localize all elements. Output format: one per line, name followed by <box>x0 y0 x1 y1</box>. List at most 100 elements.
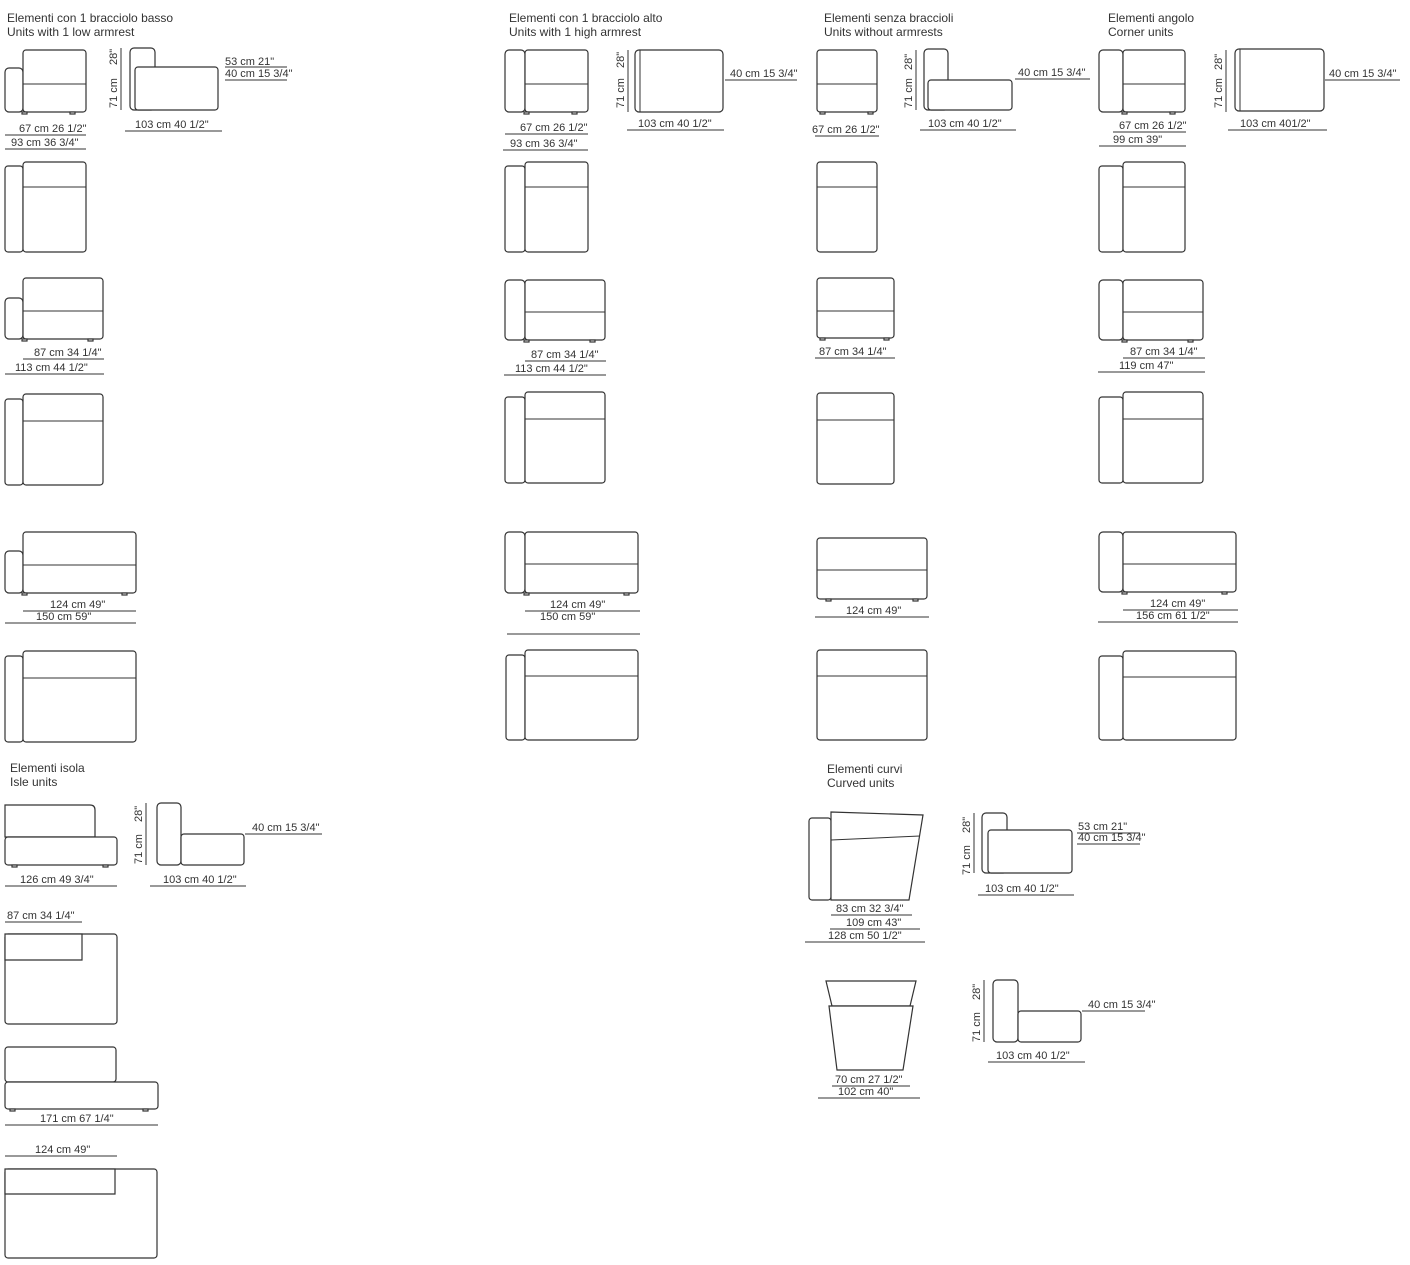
heading-italian: Elementi curvi <box>827 762 902 776</box>
sofa-front-view <box>1098 49 1186 115</box>
sofa-side-view <box>992 979 1082 1043</box>
heading-english: Corner units <box>1108 25 1173 39</box>
dimension-label: 71 cm <box>903 78 915 108</box>
dimension-label: 113 cm 44 1/2" <box>515 363 588 375</box>
sofa-top-view <box>504 391 606 484</box>
section-no-armrests-heading: Elementi senza braccioli Units without a… <box>824 11 953 39</box>
low-armrest-units: 67 cm 26 1/2" 93 cm 36 3/4" 71 cm 28" 53… <box>4 47 293 743</box>
dimension-label: 40 cm 15 3/4" <box>225 68 293 80</box>
dimension-label: 103 cm 40 1/2" <box>638 118 712 130</box>
sofa-front-view <box>816 277 895 341</box>
dimension-label: 103 cm 40 1/2" <box>163 874 237 886</box>
sofa-top-view <box>816 161 878 253</box>
dimension-label: 40 cm 15 3/4" <box>730 68 798 80</box>
heading-italian: Elementi senza braccioli <box>824 11 953 25</box>
sofa-top-view <box>4 1168 158 1259</box>
sofa-top-view <box>505 649 639 741</box>
dimension-label: 87 cm 34 1/4" <box>7 910 75 922</box>
dimension-label: 87 cm 34 1/4" <box>819 346 887 358</box>
dimension-label: 71 cm <box>108 78 120 108</box>
dimension-label: 67 cm 26 1/2" <box>812 124 880 136</box>
heading-english: Curved units <box>827 776 894 790</box>
dimension-label: 28" <box>1213 54 1225 70</box>
sofa-top-view <box>808 811 924 901</box>
dimension-label: 93 cm 36 3/4" <box>510 138 578 150</box>
sofa-top-view <box>1098 161 1186 253</box>
sofa-side-view <box>923 48 1013 111</box>
sofa-front-view <box>4 804 118 868</box>
dimension-label: 119 cm 47" <box>1119 360 1174 372</box>
heading-english: Isle units <box>10 775 57 789</box>
sofa-top-view <box>4 933 118 1025</box>
heading-english: Units without armrests <box>824 25 943 39</box>
dimension-label: 71 cm <box>971 1012 983 1042</box>
dimension-label: 67 cm 26 1/2" <box>520 122 588 134</box>
dimension-label: 171 cm 67 1/4" <box>40 1113 114 1125</box>
dimension-label: 28" <box>108 49 120 65</box>
sofa-top-view <box>825 980 917 1071</box>
dimension-label: 71 cm <box>961 845 973 875</box>
section-corner-heading: Elementi angolo Corner units <box>1108 11 1194 39</box>
sofa-top-view <box>4 161 87 253</box>
sofa-top-view <box>4 393 104 486</box>
section-curved-heading: Elementi curvi Curved units <box>827 762 902 790</box>
sofa-top-view <box>1098 650 1237 741</box>
dimension-label: 28" <box>903 54 915 70</box>
section-low-armrest-heading: Elementi con 1 bracciolo basso Units wit… <box>7 11 173 39</box>
sofa-side-view <box>1234 48 1325 112</box>
dimension-label: 103 cm 40 1/2" <box>985 883 1059 895</box>
dimension-label: 156 cm 61 1/2" <box>1136 610 1210 622</box>
dimension-label: 40 cm 15 3/4" <box>1078 832 1146 844</box>
heading-english: Units with 1 high armrest <box>509 25 642 39</box>
no-armrest-units: 67 cm 26 1/2" 71 cm 28" 40 cm 15 3/4" 10… <box>812 48 1090 741</box>
sofa-front-view <box>1098 531 1237 595</box>
sofa-top-view <box>504 161 589 253</box>
dimension-label: 93 cm 36 3/4" <box>11 137 79 149</box>
sofa-front-view <box>504 49 589 115</box>
dimension-label: 128 cm 50 1/2" <box>828 930 902 942</box>
dimension-label: 150 cm 59" <box>36 611 91 623</box>
dimension-label: 126 cm 49 3/4" <box>20 874 94 886</box>
isle-units: 126 cm 49 3/4" 71 cm 28" 40 cm 15 3/4" 1… <box>4 802 322 1259</box>
sofa-side-view <box>981 812 1073 874</box>
dimension-label: 67 cm 26 1/2" <box>1119 120 1187 132</box>
dimension-label: 124 cm 49" <box>1150 598 1205 610</box>
dimension-label: 53 cm 21" <box>1078 821 1127 833</box>
dimension-label: 87 cm 34 1/4" <box>34 347 102 359</box>
heading-italian: Elementi con 1 bracciolo alto <box>509 11 663 25</box>
sofa-side-view <box>129 47 219 111</box>
dimension-label: 28" <box>615 52 627 68</box>
sofa-front-view <box>4 277 104 342</box>
dimension-label: 28" <box>961 817 973 833</box>
heading-italian: Elementi isola <box>10 761 85 775</box>
heading-italian: Elementi angolo <box>1108 11 1194 25</box>
heading-english: Units with 1 low armrest <box>7 25 135 39</box>
dimension-label: 103 cm 401/2" <box>1240 118 1311 130</box>
dimension-label: 28" <box>133 806 145 822</box>
sofa-side-view <box>156 802 245 866</box>
dimension-label: 40 cm 15 3/4" <box>1018 67 1086 79</box>
dimension-label: 87 cm 34 1/4" <box>1130 346 1198 358</box>
dimension-label: 113 cm 44 1/2" <box>15 362 88 374</box>
dimension-label: 150 cm 59" <box>540 611 595 623</box>
dimension-label: 40 cm 15 3/4" <box>1329 68 1397 80</box>
sofa-front-view <box>4 49 87 115</box>
sofa-front-view <box>1098 279 1204 343</box>
dimension-label: 67 cm 26 1/2" <box>19 123 87 135</box>
dimension-label: 40 cm 15 3/4" <box>252 822 320 834</box>
sofa-top-view <box>4 650 137 743</box>
sofa-front-view <box>4 531 137 596</box>
dimension-label: 83 cm 32 3/4" <box>836 903 904 915</box>
dimension-label: 71 cm <box>1213 78 1225 108</box>
sofa-front-view <box>816 49 878 115</box>
dimension-label: 53 cm 21" <box>225 56 274 68</box>
heading-italian: Elementi con 1 bracciolo basso <box>7 11 173 25</box>
dimension-label: 124 cm 49" <box>550 599 605 611</box>
sofa-front-view <box>504 279 606 343</box>
sofa-front-view <box>4 1046 159 1112</box>
dimension-label: 99 cm 39" <box>1113 134 1162 146</box>
curved-units: 83 cm 32 3/4" 109 cm 43" 128 cm 50 1/2" … <box>805 811 1156 1099</box>
dimension-label: 70 cm 27 1/2" <box>835 1074 903 1086</box>
dimension-label: 71 cm <box>615 78 627 108</box>
sofa-side-view <box>634 49 724 113</box>
